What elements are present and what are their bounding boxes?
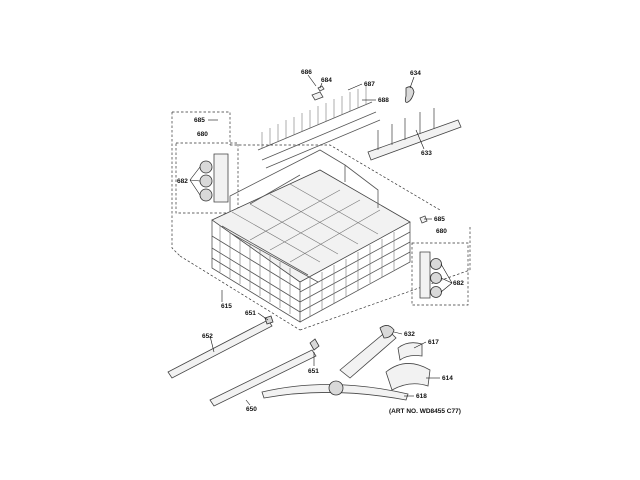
left-wheel-bracket — [199, 153, 229, 203]
art-number: (ART NO. WD8455 C77) — [389, 408, 461, 415]
right-wheel-bracket — [419, 251, 442, 299]
wash-manifold — [367, 86, 462, 161]
right-wheel-group — [411, 215, 469, 306]
leader-lines — [189, 74, 453, 406]
label-615: 615 — [221, 303, 232, 310]
left-wheel-group — [171, 111, 239, 257]
label-680-right: 680 — [436, 228, 447, 235]
rack-rails — [167, 315, 320, 407]
label-618: 618 — [416, 393, 427, 400]
tine-row — [257, 85, 381, 169]
label-633: 633 — [421, 150, 432, 157]
label-682-right: 682 — [453, 280, 464, 287]
label-651-bottom: 651 — [308, 368, 319, 375]
label-614: 614 — [442, 375, 453, 382]
label-684: 684 — [321, 77, 332, 84]
label-650: 650 — [246, 406, 257, 413]
label-680-left: 680 — [197, 131, 208, 138]
label-687: 687 — [364, 81, 375, 88]
part-labels: 686 684 687 688 634 633 685 680 682 685 … — [177, 69, 464, 415]
label-685-right: 685 — [434, 216, 445, 223]
label-686: 686 — [301, 69, 312, 76]
label-617: 617 — [428, 339, 439, 346]
label-688: 688 — [378, 97, 389, 104]
label-634: 634 — [410, 70, 421, 77]
upper-rack-basket — [179, 144, 471, 331]
label-632: 632 — [404, 331, 415, 338]
label-651-top: 651 — [245, 310, 256, 317]
label-682-left: 682 — [177, 178, 188, 185]
label-685-left: 685 — [194, 117, 205, 124]
label-652: 652 — [202, 333, 213, 340]
spray-arm-assembly — [261, 325, 431, 401]
